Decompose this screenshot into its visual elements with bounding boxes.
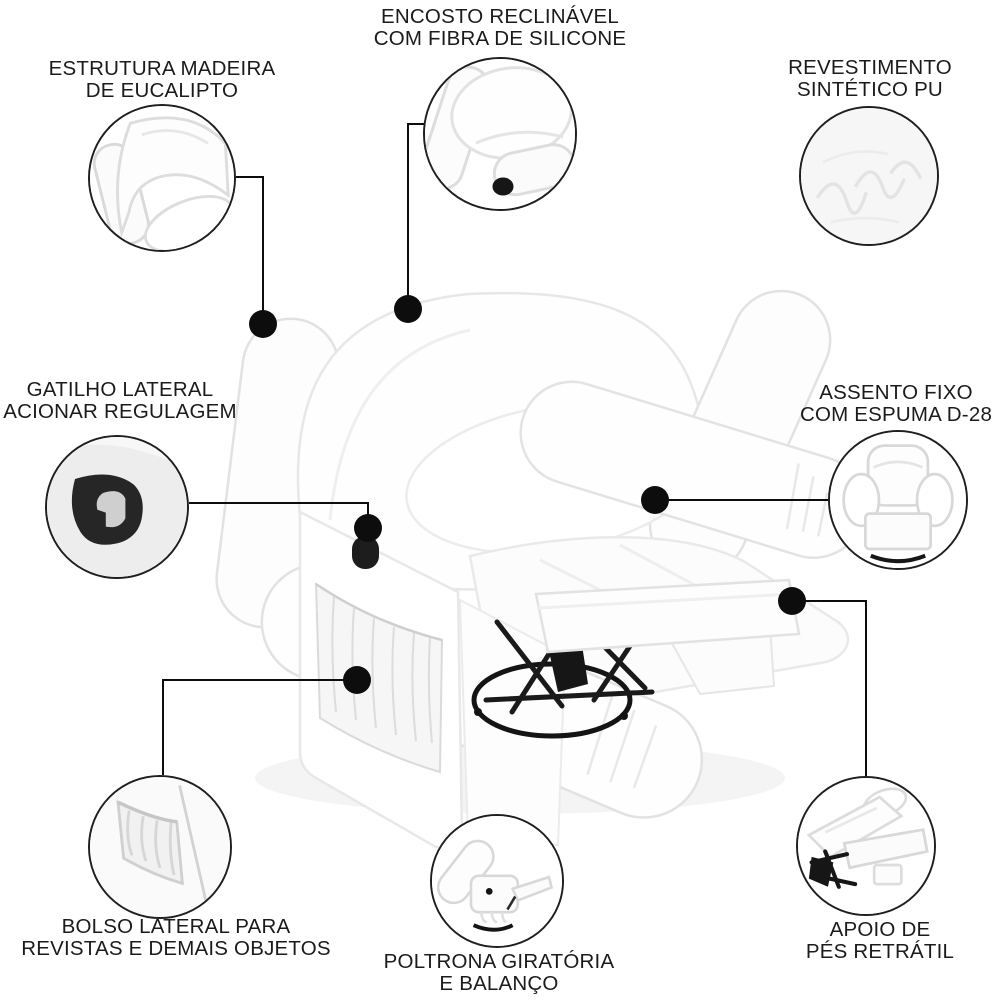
swivel-label-line1: POLTRONA GIRATÓRIA: [383, 950, 615, 973]
pocket-callout-dot: [343, 666, 371, 694]
pocket-label: BOLSO LATERAL PARA REVISTAS E DEMAIS OBJ…: [21, 916, 331, 960]
trigger-label-line2: ACIONAR REGULAGEM: [3, 400, 237, 423]
upholstery-label-line1: REVESTIMENTO: [788, 56, 952, 79]
footrest-detail-art: [798, 778, 934, 914]
frame-callout-dot: [249, 310, 277, 338]
footrest-callout-line: [792, 600, 867, 776]
trigger-detail-art: [47, 437, 187, 577]
footrest-label: APOIO DE PÉS RETRÁTIL: [806, 919, 954, 963]
frame-detail-photo: [88, 104, 236, 252]
trigger-label-line1: GATILHO LATERAL: [26, 378, 214, 401]
backrest-callout-dot: [394, 295, 422, 323]
upholstery-detail-art: [801, 108, 937, 244]
seat-label-line1: ASSENTO FIXO: [819, 381, 973, 404]
pocket-detail-photo: [88, 775, 232, 919]
footrest-label-line2: PÉS RETRÁTIL: [805, 940, 955, 963]
chair-front-panel: [458, 598, 567, 847]
swivel-detail-photo: [430, 814, 564, 948]
upholstery-detail-photo: [799, 106, 939, 246]
swivel-peg: [620, 712, 628, 720]
pocket-label-line1: BOLSO LATERAL PARA: [61, 915, 291, 938]
backrest-callout-line: [407, 123, 424, 309]
pocket-detail-art: [90, 777, 230, 917]
footrest-callout-dot: [778, 587, 806, 615]
frame-callout-line: [236, 176, 264, 324]
pocket-top-edge: [315, 582, 443, 642]
footrest-detail-photo: [796, 776, 936, 916]
seat-detail-art: [830, 432, 966, 568]
seat-callout-dot: [641, 486, 669, 514]
backrest-detail-photo: [423, 57, 577, 211]
trigger-callout-line: [189, 502, 369, 528]
swivel-peg: [474, 708, 482, 716]
swivel-label: POLTRONA GIRATÓRIA E BALANÇO: [384, 951, 615, 995]
chair-trigger-handle: [352, 536, 379, 569]
backrest-label: ENCOSTO RECLINÁVEL COM FIBRA DE SILICONE: [374, 6, 627, 50]
seat-label-line2: COM ESPUMA D-28: [799, 403, 993, 426]
frame-label-line2: DE EUCALIPTO: [85, 79, 239, 102]
trigger-detail-photo: [45, 435, 189, 579]
frame-label-line1: ESTRUTURA MADEIRA: [48, 57, 276, 80]
backrest-detail-art: [425, 59, 575, 209]
trigger-callout-dot: [354, 514, 382, 542]
backrest-crease: [328, 328, 471, 521]
frame-label: ESTRUTURA MADEIRA DE EUCALIPTO: [49, 58, 276, 102]
upholstery-label-line2: SINTÉTICO PU: [797, 78, 943, 101]
frame-detail-art: [90, 106, 234, 250]
seat-label: ASSENTO FIXO COM ESPUMA D-28: [800, 382, 992, 426]
pocket-callout-line: [162, 679, 357, 775]
backrest-label-line2: COM FIBRA DE SILICONE: [373, 27, 627, 50]
seat-detail-photo: [828, 430, 968, 570]
backrest-label-line1: ENCOSTO RECLINÁVEL: [381, 5, 619, 28]
footrest-crease: [537, 592, 793, 610]
footrest-label-line1: APOIO DE: [829, 918, 931, 941]
swivel-detail-art: [432, 816, 562, 946]
pocket-pleats: [331, 595, 433, 744]
pocket-label-line2: REVISTAS E DEMAIS OBJETOS: [21, 937, 331, 960]
upholstery-label: REVESTIMENTO SINTÉTICO PU: [788, 57, 952, 101]
swivel-label-line2: E BALANÇO: [439, 972, 559, 995]
trigger-label: GATILHO LATERAL ACIONAR REGULAGEM: [3, 379, 237, 423]
